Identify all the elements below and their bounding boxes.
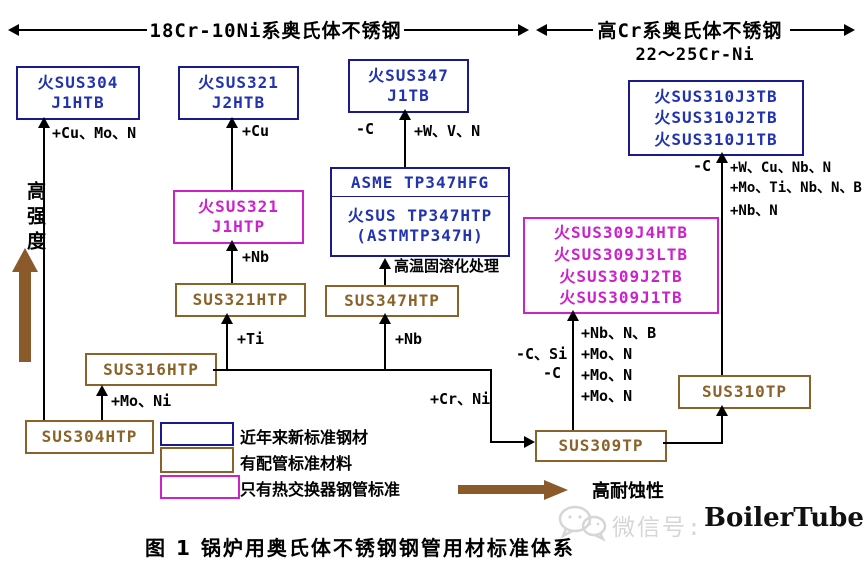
label-minus-c2: -C [543,364,562,382]
node-sus321j2htb: 火SUS321 J2HTB [178,66,299,120]
legend-label-piping-standard: 有配管标准材料 [240,454,353,473]
banner-line [404,29,524,31]
arrow-to-347htp [384,316,386,370]
banner-line [790,29,848,31]
arrowhead-up-icon [399,109,411,120]
connector-line [490,441,526,443]
arrow-321htp-to-m321 [231,243,233,283]
label-add-nb2: +Nb [395,330,423,348]
figure-caption: 图 1 锅炉用奥氏体不锈钢钢管用材标准体系 [145,536,575,560]
arrow-310tp-to-310group [721,155,723,375]
label-add-cr-ni: +Cr、Ni [430,390,491,408]
arrowhead-up-icon [716,405,728,416]
arrowhead-up-icon [38,117,50,128]
banner-line [545,29,593,31]
arrowhead-up-icon [567,310,579,321]
label-add-mo-ni: +Mo、Ni [111,392,172,410]
arrow-304htp-to-316htp [101,388,103,420]
label-minus-c: -C [356,120,375,138]
banner-line [17,29,147,31]
label-add-nb: +Nb [242,248,270,266]
node-asme-tp347hfg: ASME TP347HFG [330,167,510,197]
arrow-309tp-to-310tp [721,408,723,444]
label-add-mo-n-1: +Mo、N [581,345,633,363]
arrow-347htp-to-tp347 [384,261,386,285]
arrowhead-up-icon [96,385,108,396]
node-sus321j1htp: 火SUS321 J1HTP [173,190,304,244]
node-sus304j1htb: 火SUS304 J1HTB [16,66,140,120]
node-sus-tp347htp: 火SUS TP347HTP (ASTMTP347H) [330,196,510,257]
axis-strength-label: 高强度 [24,181,46,256]
node-sus310tp: SUS310TP [678,375,811,409]
node-sus316htp: SUS316HTP [85,353,217,386]
strength-arrowhead-icon [12,248,38,272]
connector-line [490,369,492,443]
label-add-nb-n-b: +Nb、N、B [581,324,657,342]
legend-label-new-standard: 近年来新标准钢材 [240,428,369,447]
label-add-ti: +Ti [237,330,265,348]
label-add-mo-ti-nb-n-b: +Mo、Ti、Nb、N、B [730,180,862,196]
node-sus309-group: 火SUS309J4HTB 火SUS309J3LTB 火SUS309J2TB 火S… [523,217,719,314]
strength-arrow-shaft [19,270,31,362]
label-add-mo-n-2: +Mo、N [581,366,633,384]
legend-swatch-heat-exchanger [160,475,240,499]
node-tp347-combo: ASME TP347HFG 火SUS TP347HTP (ASTMTP347H) [330,167,510,257]
label-solution-treatment: 高温固溶化处理 [394,257,500,275]
corrosion-arrow-shaft [458,485,544,494]
label-add-nb-n: +Nb、N [730,203,778,219]
arrow-to-321htp [226,316,228,370]
arrowhead-up-icon [221,313,233,324]
label-add-w-v-n: +W、V、N [414,122,481,140]
node-sus347htp: SUS347HTP [325,285,459,317]
arrow-309tp-to-m309 [572,313,574,430]
label-add-cu-mo-n: +Cu、Mo、N [52,124,137,142]
node-sus321htp: SUS321HTP [175,283,306,317]
banner-right-label: 高Cr系奥氏体不锈钢 [597,20,783,42]
label-minus-c3: -C [693,157,712,175]
legend-label-heat-exchanger: 只有热交换器钢管标准 [240,480,401,499]
corrosion-arrowhead-icon [544,480,568,500]
arrowhead-up-icon [716,152,728,163]
legend-swatch-new-standard [160,422,234,446]
node-sus310-group: 火SUS310J3TB 火SUS310J2TB 火SUS310J1TB [628,80,804,156]
arrow-m321-to-321j2htb [231,120,233,190]
node-sus304htp: SUS304HTP [25,420,154,454]
arrowhead-up-icon [226,240,238,251]
label-add-mo-n-3: +Mo、N [581,387,633,405]
watermark-account-name: BoilerTube [704,503,864,533]
arrow-tp347-to-347j1tb [404,112,406,167]
banner-right-arrowhead-icon [518,24,529,36]
banner2-left-arrowhead-icon [536,24,547,36]
legend-swatch-piping-standard [160,447,234,473]
wechat-icon [556,504,608,546]
arrowhead-up-icon [379,313,391,324]
banner-left-label: 18Cr-10Ni系奥氏体不锈钢 [149,20,402,42]
connector-line [213,369,492,371]
node-sus347j1tb: 火SUS347 J1TB [348,59,469,113]
watermark-prefix: 微信号: [612,515,703,541]
arrowhead-up-icon [226,117,238,128]
connector-line [663,442,723,444]
node-sus309tp: SUS309TP [535,430,667,462]
arrowhead-up-icon [379,258,391,269]
banner2-right-arrowhead-icon [844,24,855,36]
label-minus-c-si: -C、Si [516,345,568,363]
arrow-304htp-to-304j1htb [43,120,45,420]
banner-left-arrowhead-icon [8,24,19,36]
label-add-w-cu-nb-n: +W、Cu、Nb、N [730,160,832,176]
arrowhead-right-icon [524,436,535,448]
label-add-cu: +Cu [242,122,270,140]
axis-corrosion-label: 高耐蚀性 [592,481,664,502]
banner-right-sublabel: 22～25Cr-Ni [635,45,755,65]
